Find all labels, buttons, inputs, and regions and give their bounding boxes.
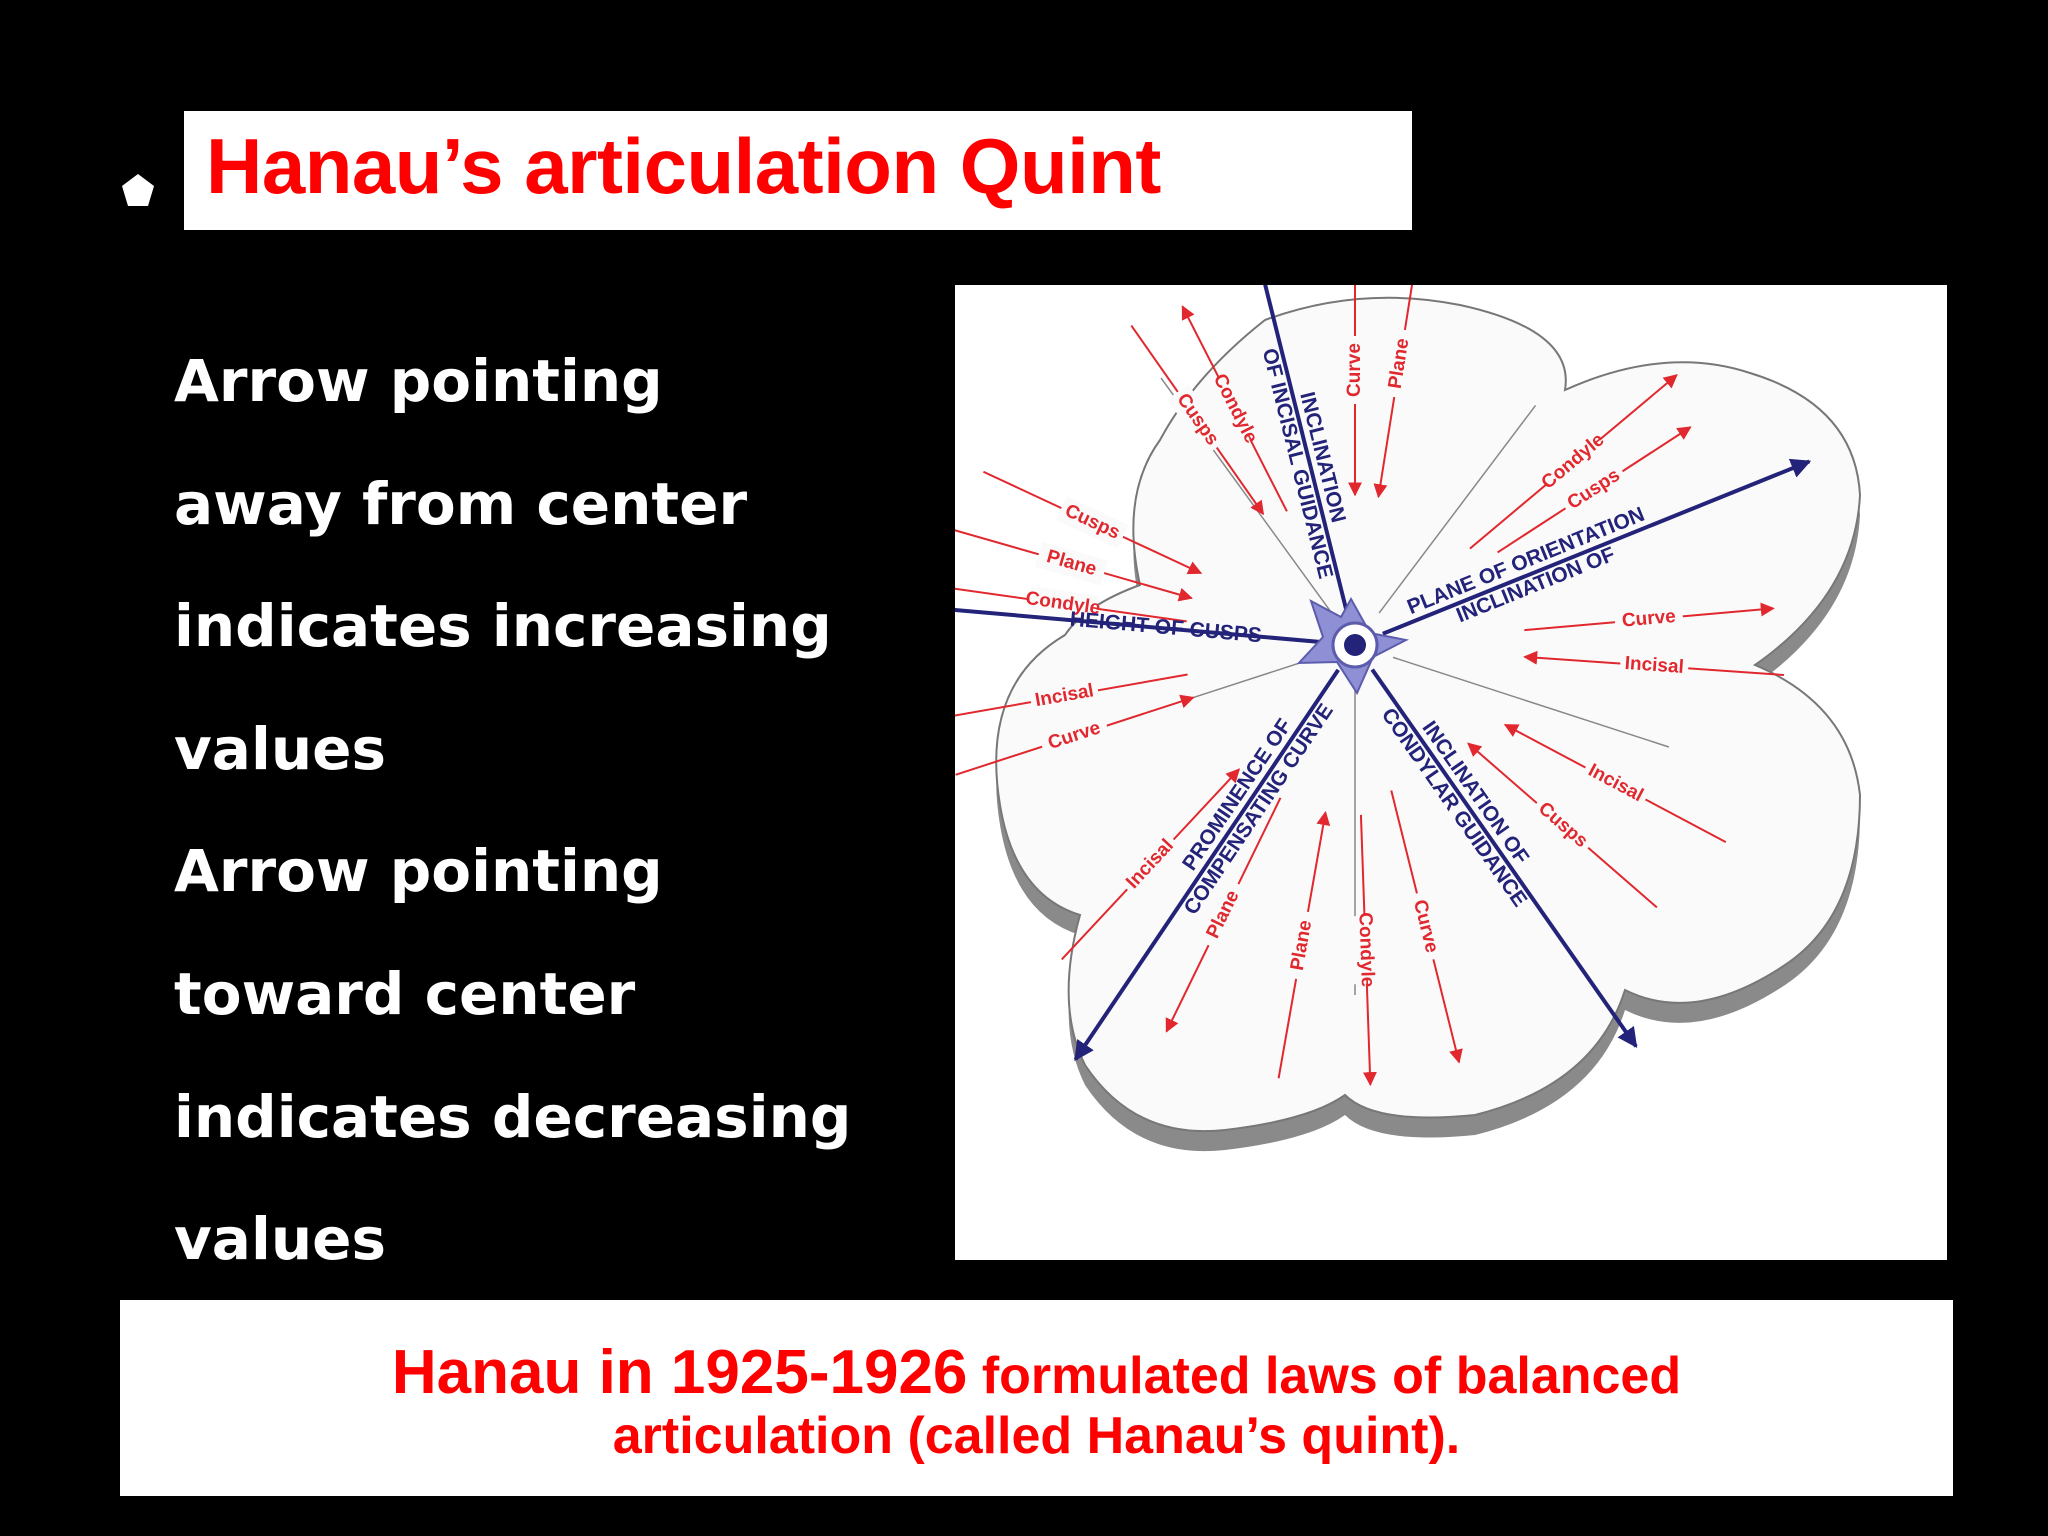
body-line: values	[174, 1205, 386, 1274]
minor-label-bg	[1167, 384, 1228, 456]
center-hub	[1296, 596, 1410, 696]
body-line: toward center	[174, 959, 636, 1028]
body-line: indicates decreasing	[174, 1082, 852, 1151]
slide-title: Hanau’s articulation Quint	[206, 122, 1161, 210]
bullet-icon	[122, 174, 154, 206]
main-axis-arrow	[1370, 668, 1638, 1049]
footer-rest: formulated laws of balanced	[967, 1347, 1682, 1405]
footer-lead: Hanau in 1925-1926	[391, 1338, 968, 1407]
minor-label-bg	[1558, 460, 1630, 520]
hub-dot	[1344, 634, 1366, 656]
body-line: values	[174, 714, 386, 783]
main-axis-arrow	[1073, 668, 1340, 1062]
quint-diagram-svg: PlaneCurveCuspsCondyleCondyleCuspsCurveI…	[955, 285, 1862, 1152]
main-axis-arrow	[1382, 458, 1812, 636]
sector-divider	[1378, 404, 1537, 614]
body-line: Arrow pointing	[174, 347, 663, 415]
body-line: Arrow pointing	[174, 837, 663, 906]
minor-label-bg	[1613, 603, 1684, 636]
minor-label-bg	[1207, 372, 1262, 446]
minor-arrow-label: Curve	[1344, 343, 1365, 397]
minor-label-bg	[1351, 915, 1380, 985]
minor-label-bg	[1528, 793, 1597, 858]
footer-line-1: Hanau in 1925-1926 formulated laws of ba…	[120, 1340, 1953, 1405]
body-line: away from center	[174, 469, 748, 538]
minor-label-bg	[1283, 909, 1321, 982]
body-line: indicates increasing	[174, 592, 832, 661]
minor-arrow-label: Incisal	[1624, 653, 1684, 678]
title-box: Hanau’s articulation Quint	[184, 111, 1412, 230]
body-text: Arrow pointing away from center indicate…	[174, 340, 934, 1321]
minor-label-bg	[1028, 677, 1101, 715]
minor-label-bg	[1404, 890, 1446, 963]
minor-label-bg	[1035, 541, 1108, 586]
minor-label-bg	[1027, 586, 1099, 622]
minor-label-bg	[1038, 713, 1111, 760]
minor-arrow-label: Cusps	[1062, 500, 1124, 544]
minor-label-bg	[1579, 756, 1652, 811]
minor-label-bg	[1117, 830, 1184, 899]
sector-divider	[1392, 656, 1670, 748]
minor-label-bg	[1619, 650, 1690, 682]
minor-label-bg	[1538, 429, 1608, 494]
footer-box: Hanau in 1925-1926 formulated laws of ba…	[120, 1300, 1953, 1496]
main-axis-arrow	[1263, 285, 1350, 617]
minor-label-bg	[1342, 336, 1368, 404]
footer-line-2: articulation (called Hanau’s quint).	[612, 1407, 1461, 1466]
main-axis-arrow	[955, 607, 1326, 645]
minor-arrow-label: Curve	[1621, 606, 1676, 632]
minor-label-bg	[1381, 327, 1418, 400]
minor-label-bg	[1196, 878, 1251, 951]
minor-arrow-label: Condyle	[1354, 912, 1378, 988]
minor-label-bg	[1055, 496, 1129, 549]
